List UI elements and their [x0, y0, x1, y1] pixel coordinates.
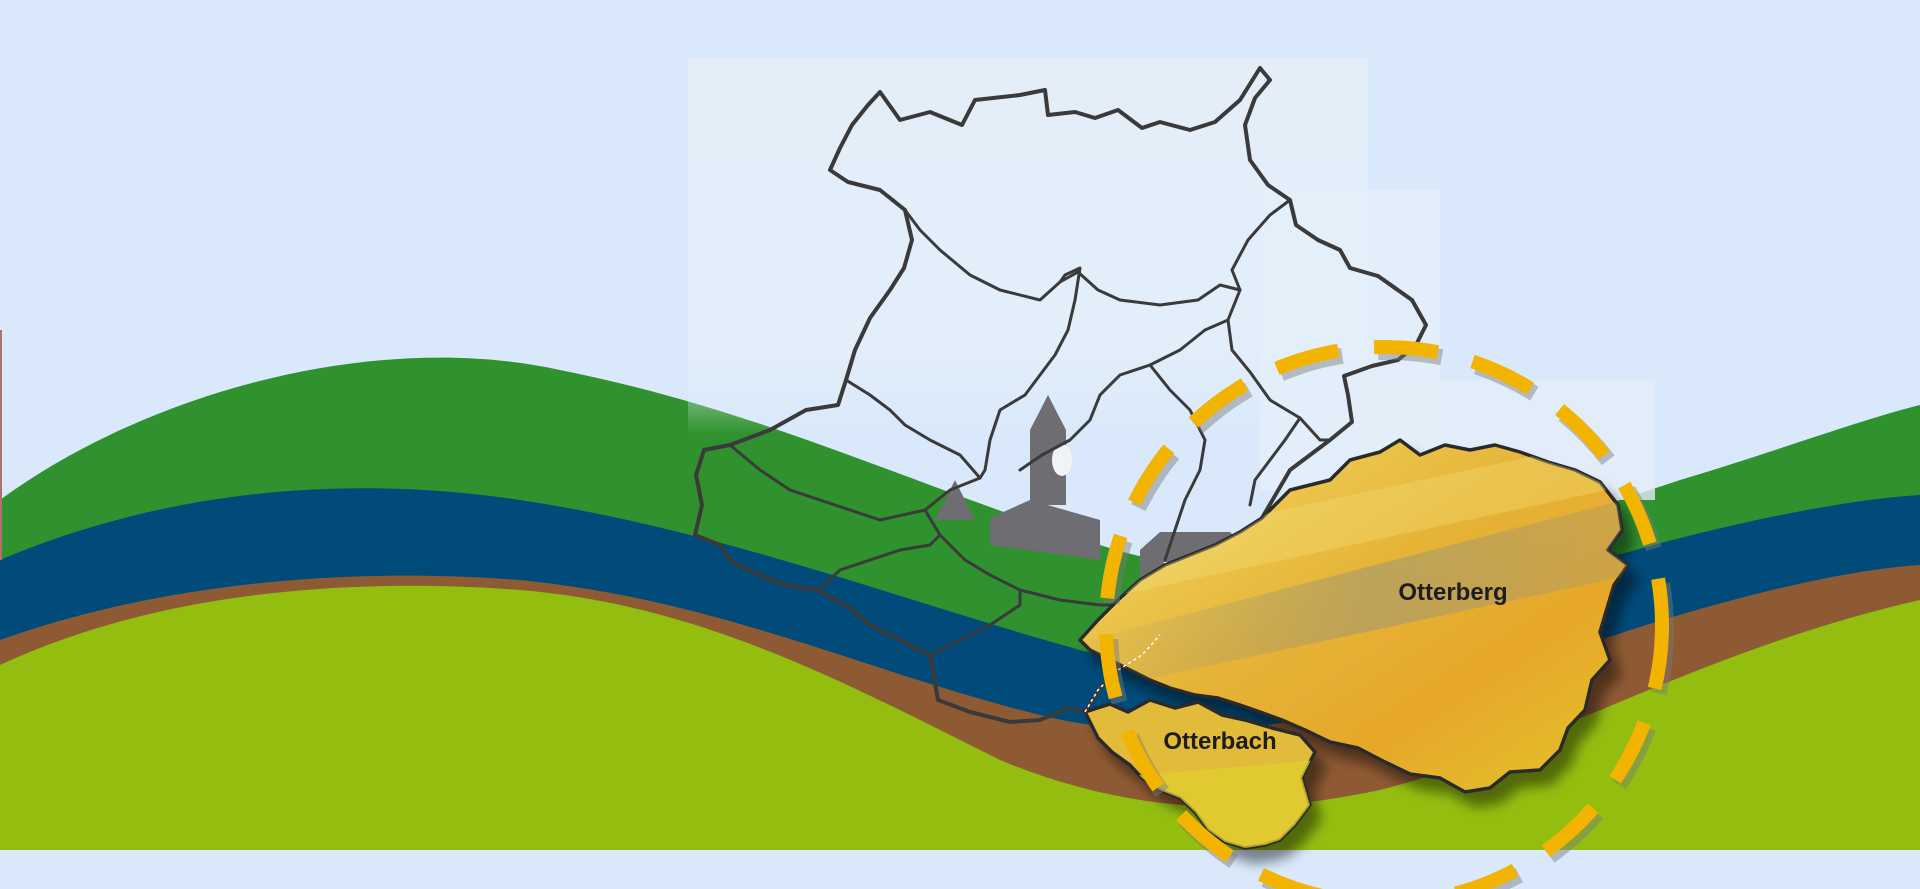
inner-border-3 — [1226, 288, 1332, 442]
highlight-circle — [1099, 340, 1674, 889]
map-panel — [688, 58, 1368, 528]
outer-border-north — [866, 66, 1428, 520]
inner-border-1 — [903, 208, 1242, 307]
region-otterberg[interactable] — [1050, 420, 1700, 794]
inner-border-2 — [1023, 266, 1082, 397]
bottom-strip — [0, 850, 1920, 889]
label-otterberg: Otterberg — [1398, 579, 1507, 606]
inner-border-8 — [1148, 363, 1207, 562]
inner-border-9 — [1248, 416, 1302, 507]
outer-border-west — [693, 103, 1087, 724]
inner-border-4 — [1230, 198, 1292, 292]
inner-border-11 — [816, 533, 942, 592]
church-window — [1052, 444, 1072, 476]
inner-border-6 — [844, 378, 982, 480]
church-nave — [990, 500, 1100, 560]
light-green-field — [0, 585, 1920, 850]
inner-border-12 — [928, 588, 1022, 657]
otterbach-boundary-dash — [1084, 634, 1161, 713]
label-otterbach: Otterbach — [1163, 728, 1276, 755]
inner-border-5 — [1018, 318, 1230, 472]
church-tower — [1030, 395, 1066, 505]
small-roof — [935, 480, 975, 520]
inner-border-10 — [728, 443, 927, 522]
